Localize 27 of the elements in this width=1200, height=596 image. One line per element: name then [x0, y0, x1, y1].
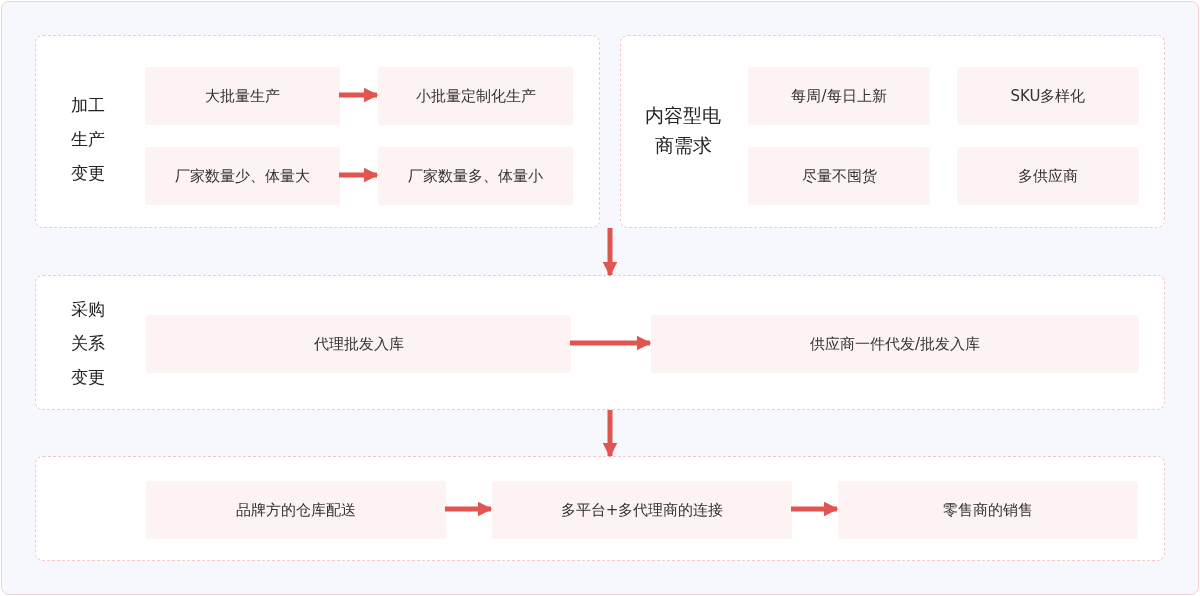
arrow	[339, 87, 379, 103]
dashed-panel	[35, 35, 600, 228]
step-box: SKU多样化	[957, 67, 1139, 125]
step-box: 小批量定制化生产	[378, 67, 573, 125]
step-box: 零售商的销售	[838, 481, 1138, 539]
step-box: 厂家数量少、体量大	[145, 147, 340, 205]
step-box: 尽量不囤货	[748, 147, 930, 205]
arrow	[570, 335, 652, 351]
step-box: 品牌方的仓库配送	[146, 481, 446, 539]
step-box: 每周/每日上新	[748, 67, 930, 125]
arrow	[445, 501, 493, 517]
panel-heading: 采购关系变更	[70, 298, 106, 389]
panel-heading: 内容型电商需求	[644, 103, 722, 158]
arrow	[602, 228, 618, 277]
step-box: 厂家数量多、体量小	[378, 147, 573, 205]
step-box: 大批量生产	[145, 67, 340, 125]
arrow	[602, 410, 618, 458]
dashed-panel	[35, 275, 1165, 410]
dashed-panel	[35, 456, 1165, 561]
arrow	[339, 167, 379, 183]
arrow	[791, 501, 839, 517]
step-box: 代理批发入库	[146, 315, 571, 373]
panel-heading: 加工生产变更	[70, 94, 106, 185]
step-box: 多平台+多代理商的连接	[492, 481, 792, 539]
step-box: 多供应商	[957, 147, 1139, 205]
step-box: 供应商一件代发/批发入库	[651, 315, 1139, 373]
dashed-panel	[620, 35, 1165, 228]
